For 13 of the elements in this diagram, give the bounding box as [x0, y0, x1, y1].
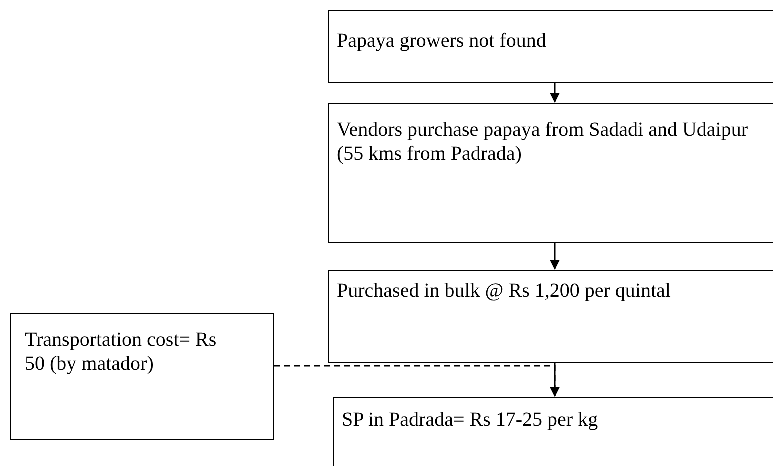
- box-text: Papaya growers not found: [337, 29, 548, 53]
- box-text: SP in Padrada= Rs 17-25 per kg: [342, 408, 600, 432]
- arrow: [274, 365, 560, 397]
- arrow: [550, 83, 560, 103]
- process-box: [328, 103, 773, 243]
- process-box: [10, 313, 274, 440]
- process-box: [328, 10, 773, 83]
- arrow: [550, 243, 560, 270]
- box-text: Purchased in bulk @ Rs 1,200 per quintal: [337, 279, 672, 303]
- box-text: Vendors purchase papaya from Sadadi and Udaipur (55 kms from Padrada): [337, 118, 749, 166]
- box-text: Transportation cost= Rs 50 (by matador): [25, 328, 218, 376]
- process-box: [328, 270, 773, 363]
- process-box: [333, 397, 773, 466]
